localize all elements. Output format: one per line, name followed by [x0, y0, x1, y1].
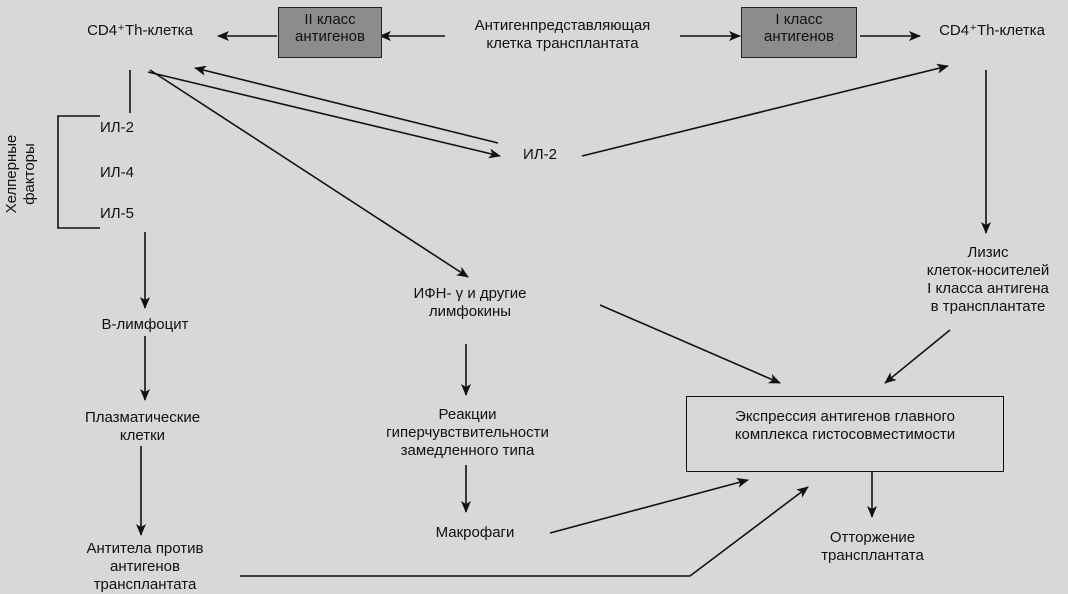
arrow-macrophages-to-mhc: [549, 478, 749, 534]
lysis-of-host-cells: Лизис клеток-носителей I класса антигена…: [903, 244, 1068, 316]
apc-line-2: клетка трансплантата: [486, 35, 639, 52]
apc-line-1: Антигенпредставляющая: [474, 17, 651, 34]
plasma-cells-line-2: клетки: [119, 427, 166, 444]
ifn-gamma-lymphokines: ИФН- γ и другие лимфокины: [385, 285, 555, 321]
helper-factors-line-1: Хелперные: [3, 134, 20, 214]
rejection-line-2: трансплантата: [821, 547, 924, 564]
helper-factors-label: Хелперные факторы: [3, 124, 39, 224]
il-2-list-item: ИЛ-2: [100, 119, 134, 136]
lysis-line-2: клеток-носителей: [926, 262, 1050, 279]
il-5-list-item: ИЛ-5: [100, 205, 134, 222]
helper-factors-bracket: [57, 115, 100, 229]
delayed-hypersensitivity: Реакции гиперчувствительности замедленно…: [375, 406, 560, 460]
il-4-list-item: ИЛ-4: [100, 164, 134, 181]
antibodies-line-3: трансплантата: [93, 576, 197, 593]
class-2-antigens-line-2: антигенов: [295, 28, 365, 45]
antibodies-line-2: антигенов: [110, 558, 180, 575]
class-1-antigens-line-2: антигенов: [764, 28, 834, 45]
ifn-line-2: лимфокины: [428, 303, 512, 320]
ifn-line-1: ИФН- γ и другие: [413, 285, 527, 302]
class-1-antigens-line-1: I класс: [775, 11, 823, 28]
lysis-line-3: I класса антигена: [927, 280, 1049, 297]
plasma-cells: Плазматические клетки: [55, 409, 230, 445]
arrow-lysis-to-mhc: [884, 329, 951, 384]
arrow-ifn-to-mhc: [599, 304, 781, 384]
mhc-line-1: Экспрессия антигенов главного: [735, 408, 955, 425]
mhc-expression-box: Экспрессия антигенов главного комплекса …: [686, 396, 1004, 472]
class-1-antigens-box: I класс антигенов: [741, 7, 857, 58]
dth-line-3: замедленного типа: [400, 442, 535, 459]
arrow-il2-to-cd4-right: [581, 63, 949, 157]
cd4-th-cell-left: CD4⁺Th-клетка: [87, 22, 193, 39]
lysis-line-1: Лизис: [967, 244, 1009, 261]
macrophages: Макрофаги: [435, 524, 515, 541]
helper-factors-line-2: факторы: [21, 143, 38, 205]
il-2-center: ИЛ-2: [523, 146, 557, 163]
rejection-line-1: Отторжение: [829, 529, 916, 546]
arrow-il2-to-cd4-left: [194, 65, 499, 144]
dth-line-1: Реакции: [438, 406, 497, 423]
lysis-line-4: в трансплантате: [930, 298, 1046, 315]
arrow-cd4-left-to-ifn: [149, 69, 469, 278]
class-2-antigens-box: II класс антигенов: [278, 7, 382, 58]
class-2-antigens-line-1: II класс: [304, 11, 356, 28]
cd4-th-cell-right: CD4⁺Th-клетка: [939, 22, 1045, 39]
arrow-antibodies-to-mhc: [240, 486, 809, 577]
graft-rejection: Отторжение трансплантата: [795, 529, 950, 565]
mhc-line-2: комплекса гистосовместимости: [734, 426, 956, 443]
antibodies-against-graft: Антитела против антигенов трансплантата: [60, 540, 230, 594]
antigen-presenting-cell: Антигенпредставляющая клетка транспланта…: [440, 17, 685, 53]
arrow-cd4-left-to-il2: [147, 71, 501, 159]
dth-line-2: гиперчувствительности: [386, 424, 549, 441]
b-lymphocyte: В-лимфоцит: [101, 316, 189, 333]
plasma-cells-line-1: Плазматические: [84, 409, 201, 426]
antibodies-line-1: Антитела против: [86, 540, 204, 557]
